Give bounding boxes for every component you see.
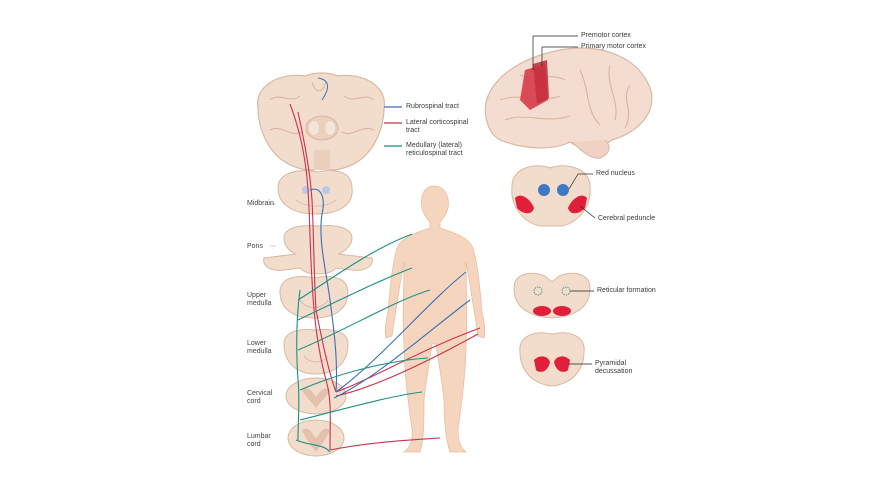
- red-nucleus-left: [538, 184, 550, 196]
- callout-red-nucleus: Red nucleus: [596, 170, 635, 177]
- primary-motor-cortex-region: [533, 60, 549, 104]
- callout-cerebral-peduncle: Cerebral peduncle: [598, 215, 656, 222]
- rubrospinal-tract: [309, 77, 471, 399]
- level-label-midbrain: Midbrain: [247, 200, 274, 207]
- brain-lateral-view: [484, 35, 653, 159]
- callout-premotor-cortex: Premotor cortex: [581, 32, 631, 39]
- legend-corticospinal-label: Lateral corticospinal tract: [406, 119, 469, 134]
- red-nucleus-right: [557, 184, 569, 196]
- level-label-upper-medulla: Upper medulla: [247, 292, 272, 307]
- midbrain-section-right: [511, 165, 596, 227]
- callout-reticular-formation: Reticular formation: [597, 287, 656, 294]
- legend-swatches: [384, 106, 402, 147]
- midbrain-section-left: [277, 170, 353, 215]
- level-label-lower-medulla: Lower medulla: [247, 340, 272, 355]
- pons-section-left: [263, 225, 373, 275]
- callout-pyramidal-decussation: Pyramidal decussation: [595, 360, 633, 375]
- cerebral-peduncle-left: [515, 195, 534, 214]
- level-label-pons: Pons: [247, 243, 263, 250]
- lower-medulla-section-left: [283, 329, 349, 375]
- legend-rubrospinal-label: Rubrospinal tract: [406, 103, 459, 110]
- level-label-cervical-cord: Cervical cord: [247, 390, 273, 405]
- coronal-brain-section: [257, 72, 385, 171]
- legend-reticulospinal-label: Medullary (lateral) reticulospinal tract: [406, 142, 463, 157]
- reticulospinal-tract: [295, 233, 431, 453]
- upper-medulla-section-right: [513, 272, 594, 319]
- level-markers: [270, 203, 276, 247]
- callout-primary-motor-cortex: Primary motor cortex: [581, 43, 646, 50]
- corticospinal-tract: [289, 103, 481, 451]
- level-label-lumbar-cord: Lumbar cord: [247, 433, 271, 448]
- cerebral-peduncle-right: [568, 195, 587, 214]
- lower-medulla-section-right: [519, 332, 592, 387]
- human-body-silhouette: [384, 185, 486, 453]
- lumbar-cord-section: [287, 419, 345, 457]
- cervical-cord-section: [285, 377, 347, 415]
